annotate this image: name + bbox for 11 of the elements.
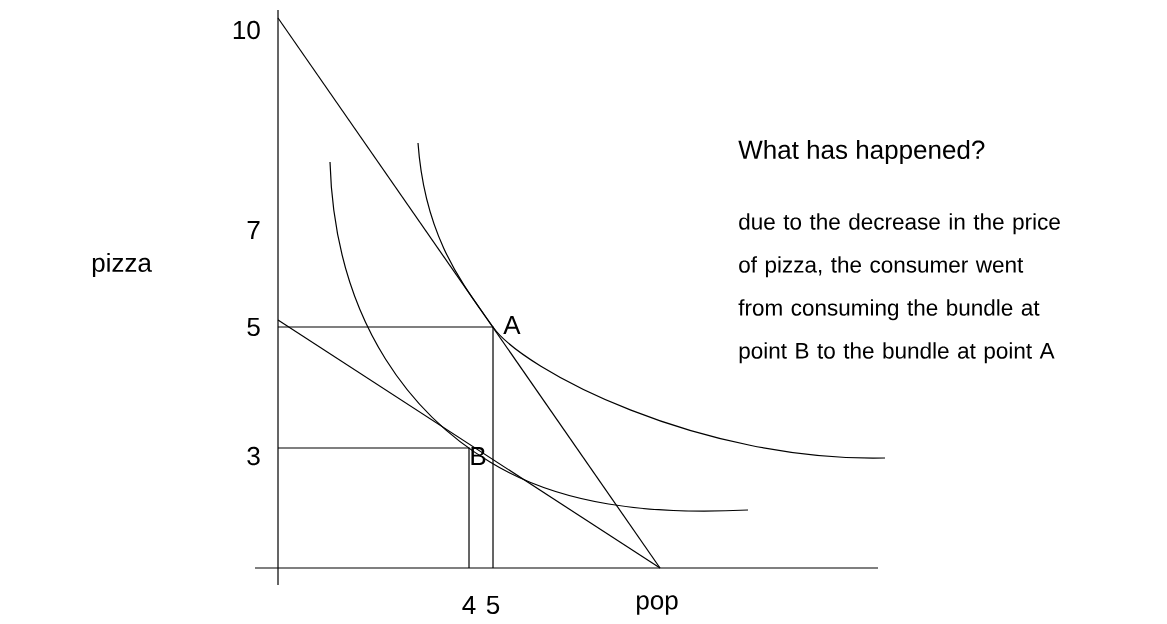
tick-label: 3 [247, 446, 260, 466]
axis-label: pizza [92, 252, 152, 278]
tick-label: 5 [486, 595, 500, 615]
question-text: What has happened? [738, 139, 985, 165]
point-label: A [503, 316, 521, 334]
tick-label: 4 [462, 596, 476, 614]
tick-label: 7 [247, 221, 260, 239]
axis-label: pop [637, 595, 678, 615]
answer-text: due to the decrease in the price of pizza, the consumer went from consuming the bundle at point B to the bundle at point A [738, 213, 1060, 364]
tick-label: 5 [247, 317, 260, 337]
tick-label: 10 [233, 20, 260, 40]
